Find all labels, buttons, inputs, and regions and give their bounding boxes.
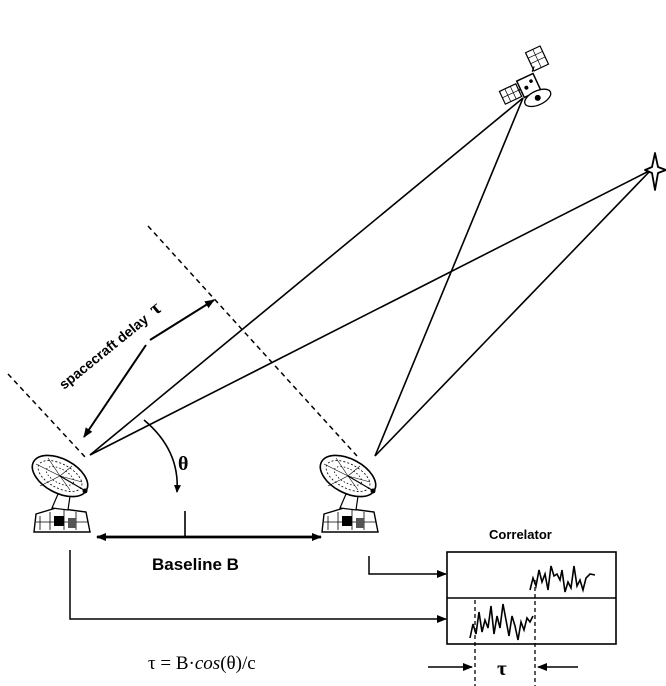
- formula-lhs: τ = B·: [148, 653, 195, 674]
- star-icon: [644, 152, 666, 191]
- delay-formula: τ = B·cos(θ)/c: [148, 653, 256, 674]
- spacecraft-delay-arrow: [83, 344, 147, 438]
- formula-cos: cos: [195, 653, 220, 674]
- lower-waveform: [469, 603, 534, 641]
- ray-right-to-source: [374, 169, 652, 457]
- right-antenna-signal-line: [368, 556, 447, 578]
- spacecraft-delay-tau: τ: [145, 297, 166, 320]
- upper-waveform: [529, 565, 596, 594]
- ray-left-to-spacecraft: [89, 97, 524, 456]
- baseline-label: Baseline B: [152, 555, 239, 574]
- correlator-label: Correlator: [489, 527, 552, 542]
- formula-arg: (θ): [220, 653, 242, 674]
- wavefront-line-lower: [7, 373, 87, 459]
- theta-label: θ: [178, 453, 188, 475]
- wavefront-line-upper: [147, 225, 358, 457]
- theta-angle-arc: [143, 419, 181, 493]
- spacecraft-delay-label: spacecraft delay: [56, 311, 152, 393]
- formula-rhs: /c: [242, 653, 256, 674]
- radio-dish-icon: [312, 446, 384, 533]
- radio-dish-icon: [24, 446, 96, 533]
- ray-left-to-source: [89, 169, 652, 456]
- correlator-tau-label: τ: [497, 656, 507, 680]
- svg-text:spacecraft delay τ: spacecraft delay τ: [53, 297, 165, 394]
- left-antenna-signal-line: [69, 550, 447, 623]
- ray-right-to-spacecraft: [374, 97, 524, 457]
- satellite-icon: [498, 45, 552, 108]
